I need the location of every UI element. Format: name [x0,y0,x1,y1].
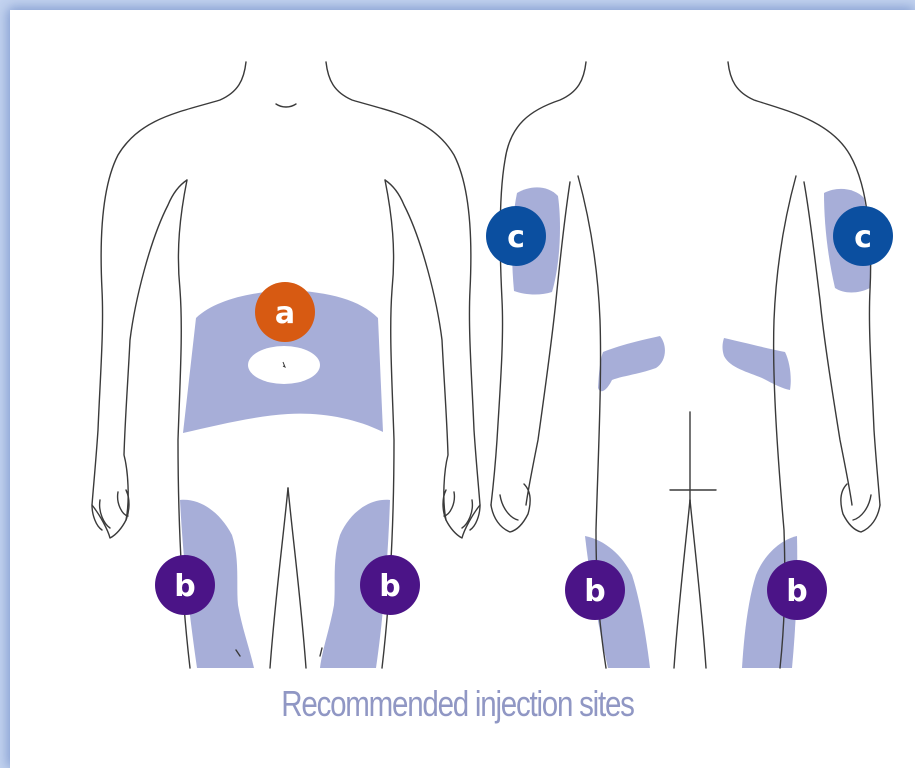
badge-thigh-back-left: b [565,560,625,620]
svg-text:c: c [854,220,872,255]
badge-thigh-front-right: b [155,555,215,615]
svg-text:b: b [786,574,807,609]
badge-thigh-front-left: b [360,555,420,615]
svg-text:b: b [584,574,605,609]
badge-arm-back-right: c [833,206,893,266]
svg-text:c: c [507,220,525,255]
badge-arm-back-left: c [486,206,546,266]
figure-caption: Recommended injection sites [82,683,832,725]
svg-text:b: b [379,569,400,604]
svg-text:a: a [275,296,295,331]
zone-flank-back-left [598,336,665,391]
svg-text:b: b [174,569,195,604]
badge-thigh-back-right: b [767,560,827,620]
badge-abdomen: a [255,282,315,342]
zone-flank-back-right [723,338,791,390]
